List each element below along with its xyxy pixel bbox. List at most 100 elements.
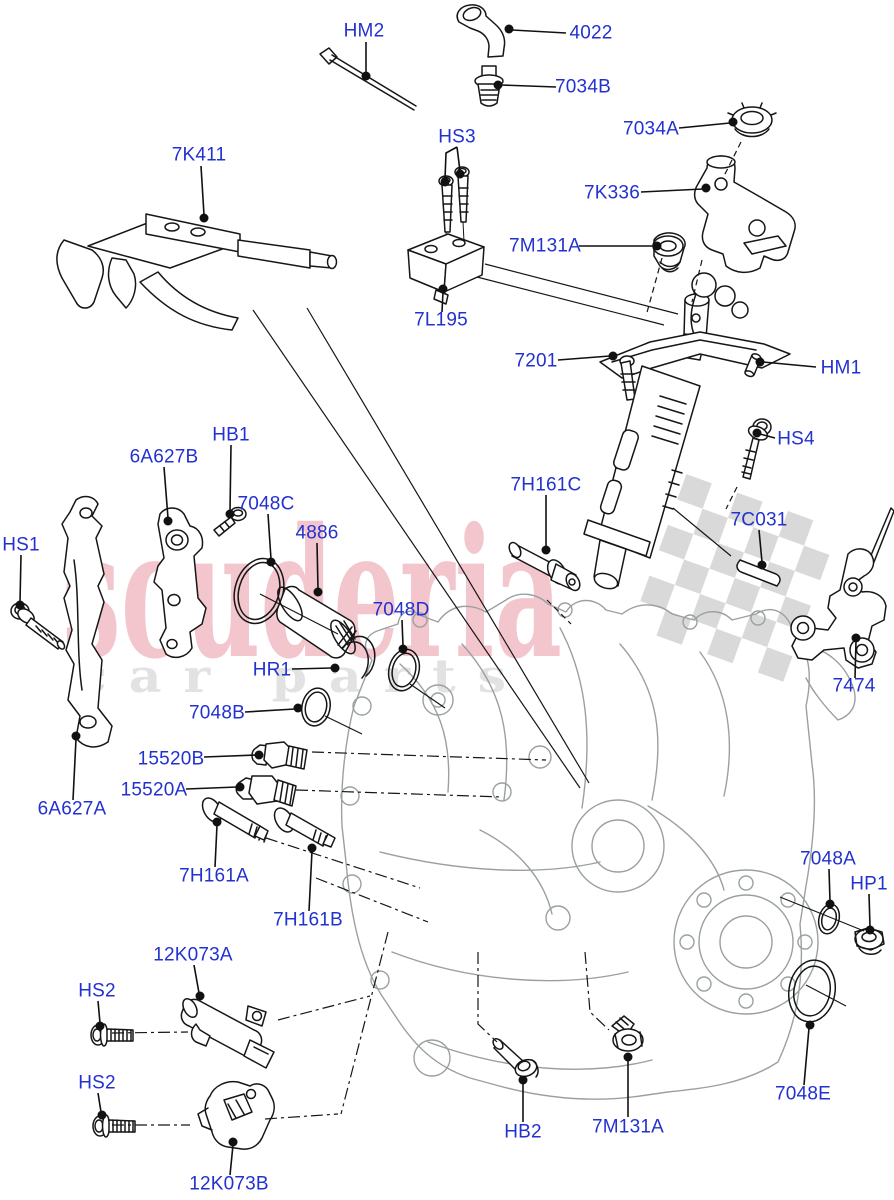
- leader-dot: [757, 560, 767, 570]
- leader-line: [456, 146, 461, 172]
- leader-line: [185, 786, 238, 790]
- part-label-hs3-6: HS3: [438, 126, 476, 148]
- leader-line: [229, 444, 232, 512]
- leader-dot: [95, 1021, 105, 1031]
- leader-dot: [541, 545, 551, 555]
- part-label-7l195-8: 7L195: [414, 309, 468, 331]
- o-ring-sketch-7048b: [300, 687, 332, 727]
- part-label-4886-15: 4886: [295, 522, 339, 544]
- bolt-sketch-hb1: [213, 506, 247, 537]
- leader-dot: [440, 177, 450, 187]
- leader-dot: [652, 241, 662, 251]
- part-label-7474-21: 7474: [832, 675, 876, 697]
- leader-dot: [608, 351, 618, 361]
- leader-dot: [254, 750, 264, 760]
- part-label-7k336-4: 7K336: [584, 182, 640, 204]
- leader-dot: [163, 516, 173, 526]
- leader-dot: [518, 1075, 528, 1085]
- part-label-6a627b-12: 6A627B: [129, 446, 199, 468]
- watermark-line1: scuderia: [62, 489, 562, 698]
- cam-sensor-sketch-12k073b: [197, 1080, 275, 1150]
- leader-line: [291, 667, 333, 670]
- leader-dot: [235, 782, 245, 792]
- leader-dot: [225, 509, 235, 519]
- leader-dot: [455, 169, 465, 179]
- leader-line: [308, 850, 313, 912]
- seal-sketch-7048e: [787, 959, 837, 1023]
- part-label-12k073a-31: 12K073A: [153, 944, 233, 966]
- leader-dot: [865, 925, 875, 935]
- leader-dot: [307, 843, 317, 853]
- part-label-4022-1: 4022: [569, 22, 613, 44]
- leader-line: [444, 146, 458, 180]
- leader-line: [72, 738, 77, 801]
- leader-dot: [438, 284, 448, 294]
- part-label-7034b-2: 7034B: [555, 76, 611, 98]
- leader-line: [19, 554, 22, 603]
- leader-line: [203, 754, 257, 758]
- leader-line: [828, 868, 831, 902]
- elbow-connector-sketch-4022: [456, 4, 506, 58]
- leader-dot: [212, 817, 222, 827]
- part-label-12k073b-34: 12K073B: [189, 1173, 269, 1195]
- leader-line: [762, 361, 817, 368]
- snap-ring-sketch-hr1: [341, 635, 376, 679]
- bolt-sketch-7h161a: [201, 797, 269, 843]
- bolt-sketch-7h161c: [508, 541, 581, 592]
- leader-line: [758, 529, 763, 563]
- part-label-hm1-10: HM1: [820, 357, 862, 379]
- leader-line: [229, 1144, 234, 1176]
- part-label-7h161c-16: 7H161C: [510, 474, 582, 496]
- assembly-reference-lines: [111, 141, 865, 1126]
- shift-tower-sketch-7201: [583, 272, 791, 590]
- part-label-7m131a-7: 7M131A: [509, 235, 581, 257]
- leader-line: [214, 824, 218, 868]
- leader-line: [316, 542, 319, 590]
- leader-line: [267, 513, 272, 560]
- part-label-7048c-14: 7048C: [237, 493, 295, 515]
- leader-dot: [313, 587, 323, 597]
- part-label-15520a-24: 15520A: [120, 779, 188, 801]
- bracket-sketch-7k336: [693, 155, 796, 274]
- part-label-7h161a-26: 7H161A: [179, 865, 249, 887]
- bolt-sketch-7h161b: [273, 807, 336, 848]
- bracket-sketch-7474: [790, 507, 894, 669]
- leader-dot: [825, 899, 835, 909]
- leader-dot: [623, 1052, 633, 1062]
- leader-line: [640, 188, 704, 193]
- checkered-flag: [640, 474, 830, 682]
- leader-dot: [97, 1110, 107, 1120]
- bolt-sketch-hs4: [741, 418, 772, 480]
- part-label-hb1-13: HB1: [212, 424, 250, 446]
- bracket-sketch-6a627a: [61, 495, 113, 748]
- leader-dot: [851, 633, 861, 643]
- leader-line: [193, 964, 200, 994]
- leader-line: [200, 165, 205, 216]
- leader-line: [854, 640, 857, 679]
- part-label-7048d-19: 7048D: [372, 599, 430, 621]
- leader-line: [557, 355, 611, 361]
- speed-sensor-sketch-12k073a: [180, 997, 275, 1069]
- damper-block-sketch-7l195: [407, 233, 485, 305]
- part-label-7201-9: 7201: [514, 350, 558, 372]
- leader-dot: [504, 24, 514, 34]
- leader-dot: [701, 183, 711, 193]
- part-label-6a627a-25: 6A627A: [37, 798, 107, 820]
- watermark: scuderia car parts: [62, 474, 830, 703]
- leader-dot: [398, 644, 408, 654]
- part-label-7m131a-36: 7M131A: [592, 1116, 664, 1138]
- bolt-sketch-hb2: [492, 1037, 539, 1078]
- part-label-7k411-5: 7K411: [171, 144, 227, 166]
- leader-line: [97, 1000, 101, 1024]
- cable-tie-sketch-hm2: [319, 47, 417, 111]
- leader-line: [163, 466, 169, 519]
- part-label-hs2-33: HS2: [78, 1072, 116, 1094]
- leader-dot: [755, 357, 765, 367]
- leader-line: [97, 1092, 102, 1113]
- part-label-7048e-30: 7048E: [775, 1083, 831, 1105]
- switch-sketch-15520b: [251, 741, 308, 770]
- leader-dot: [199, 213, 209, 223]
